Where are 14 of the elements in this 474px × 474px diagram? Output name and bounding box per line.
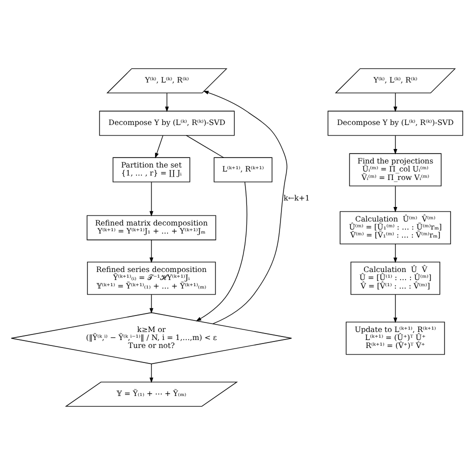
arrow <box>150 363 154 382</box>
arrow <box>165 92 169 112</box>
arrow <box>393 92 398 112</box>
arrow <box>393 294 398 323</box>
arrow <box>155 134 164 158</box>
arrow <box>150 239 154 262</box>
arrow <box>393 134 398 154</box>
arrow <box>393 243 398 262</box>
connector <box>186 134 224 158</box>
arrow <box>393 185 398 212</box>
arrow <box>203 90 288 324</box>
arrow <box>150 181 154 216</box>
arrow <box>196 181 248 321</box>
arrow <box>150 294 154 314</box>
